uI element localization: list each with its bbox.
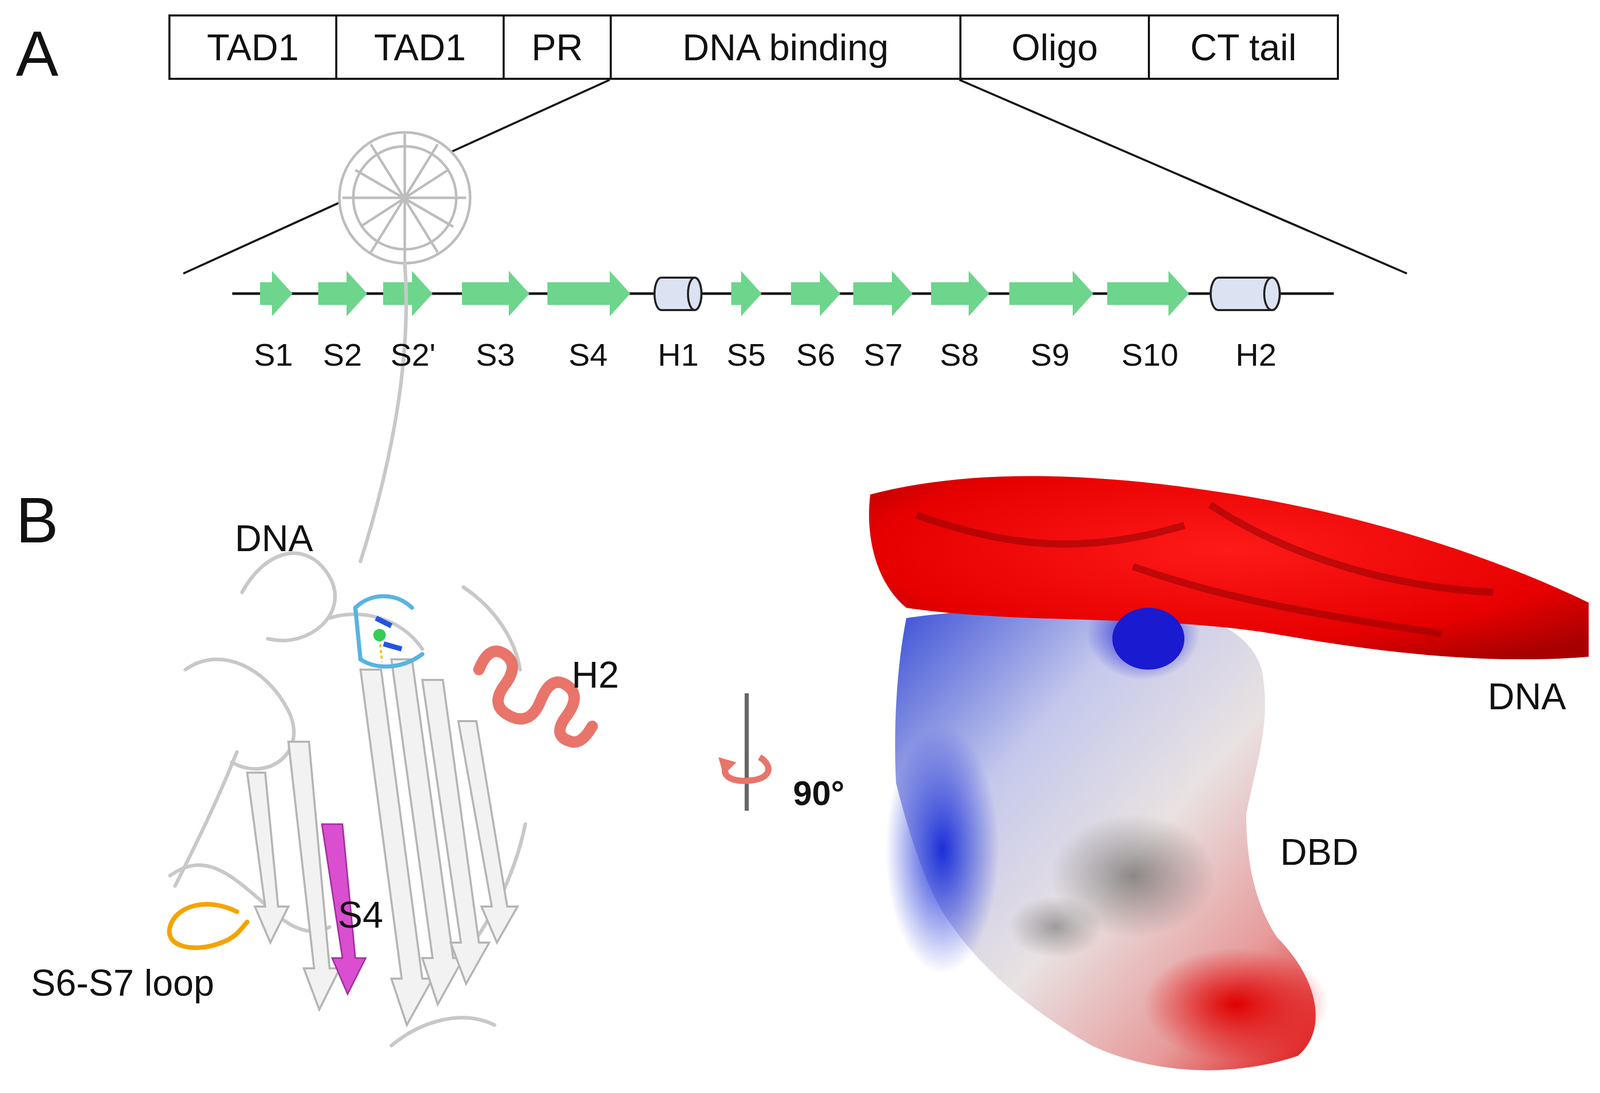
domain-box: Oligo — [959, 14, 1150, 80]
rotation-symbol — [718, 693, 769, 811]
element-label: S8 — [939, 338, 979, 371]
element-label: S7 — [863, 338, 903, 371]
domain-name: DNA binding — [682, 26, 889, 69]
element-label: S4 — [568, 338, 608, 371]
structure-label: S6-S7 loop — [30, 964, 215, 1002]
domain-name: CT tail — [1190, 26, 1297, 69]
domain-box: PR — [502, 14, 612, 80]
element-label: S6 — [796, 338, 836, 371]
domain-name: TAD1 — [207, 26, 300, 69]
panel-letter: A — [15, 21, 59, 86]
domain-box: TAD1 — [168, 14, 338, 80]
structure-label: DNA — [1487, 677, 1567, 715]
element-label: S2' — [390, 338, 436, 371]
element-label: H1 — [657, 338, 699, 371]
domain-box: DNA binding — [609, 14, 962, 80]
structure-label: S4 — [337, 896, 384, 934]
helix-cylinders — [654, 277, 1280, 311]
electrostatic-surface — [869, 475, 1589, 1071]
element-label: S1 — [253, 338, 294, 371]
panel-letter: B — [15, 488, 59, 553]
element-label: S2 — [322, 338, 363, 371]
element-label: S10 — [1121, 338, 1179, 371]
rotation-label: 90° — [793, 776, 845, 811]
domain-box: CT tail — [1147, 14, 1339, 80]
element-label: S5 — [726, 338, 766, 371]
zoom-line — [959, 79, 1407, 274]
zoom-line — [183, 79, 610, 274]
domain-name: PR — [531, 26, 583, 69]
structure-label: DNA — [234, 519, 314, 557]
domain-box: TAD1 — [335, 14, 505, 80]
structure-label: DBD — [1280, 833, 1359, 871]
domain-name: Oligo — [1011, 26, 1098, 69]
beta-strands — [260, 270, 1190, 317]
structure-label: H2 — [571, 656, 619, 694]
element-label: S3 — [475, 338, 515, 371]
element-label: H2 — [1235, 338, 1277, 371]
domain-name: TAD1 — [373, 26, 467, 69]
loop — [169, 904, 248, 948]
protein-cartoon — [169, 132, 593, 1046]
element-label: S9 — [1030, 338, 1070, 371]
